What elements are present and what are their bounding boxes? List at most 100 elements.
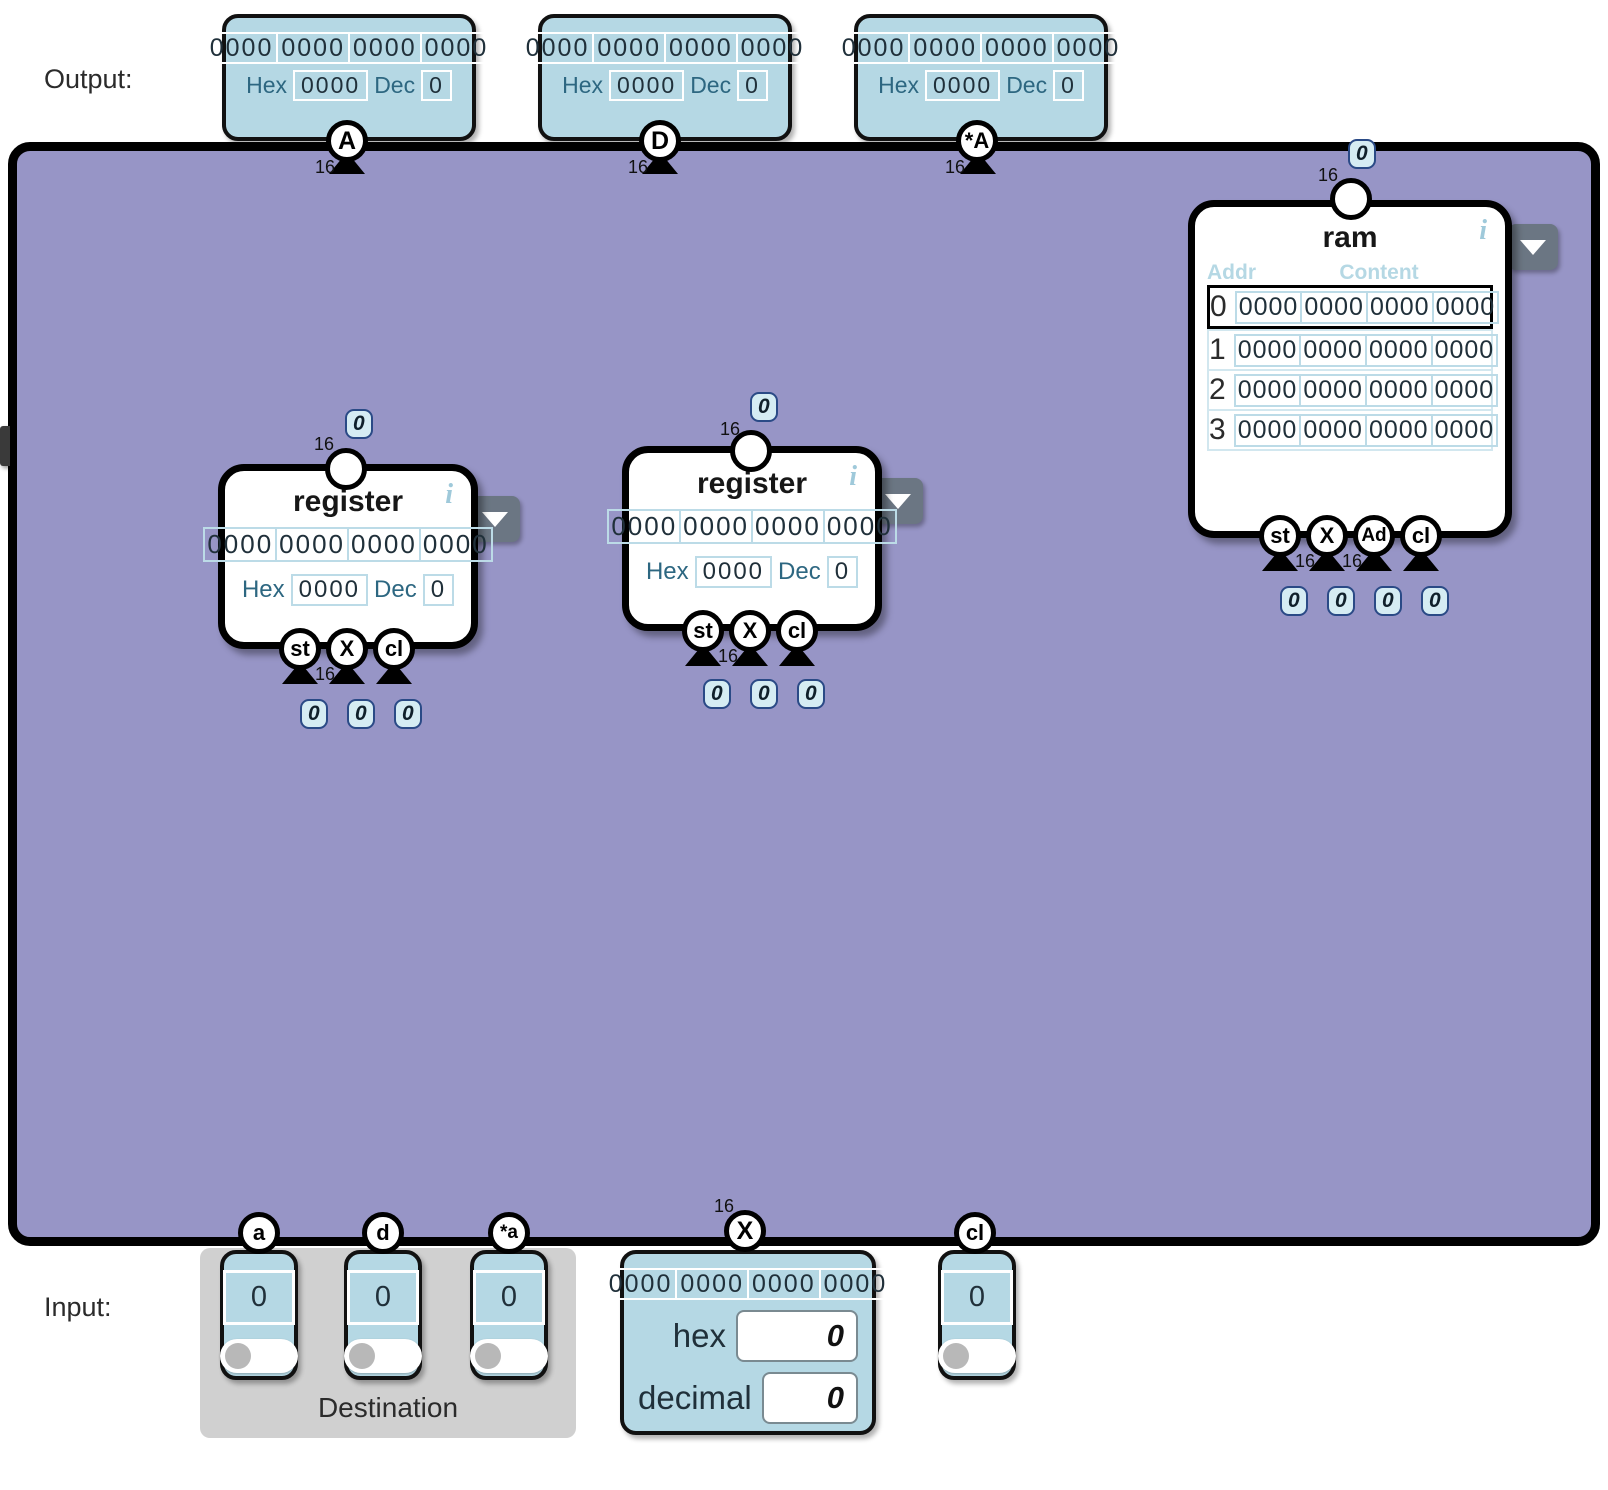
input-d-value[interactable]: 0 — [347, 1270, 419, 1325]
info-icon[interactable]: i — [445, 479, 453, 510]
table-row[interactable]: 2 0000 0000 0000 0000 — [1207, 369, 1499, 409]
register1-port-st-badge[interactable]: 0 — [300, 699, 328, 730]
input-box-star-a[interactable]: 0 — [470, 1250, 548, 1380]
register1-port-cl-badge[interactable]: 0 — [394, 699, 422, 730]
register1-port-cl-label: cl — [384, 636, 404, 661]
input-d-toggle[interactable] — [344, 1339, 422, 1373]
destination-label: Destination — [317, 1392, 459, 1423]
output-box-a[interactable]: 0000 0000 0000 0000 Hex 0000 Dec 0 — [204, 14, 494, 141]
port-star-a[interactable]: *A — [956, 120, 998, 162]
ram-title: ram — [1322, 221, 1378, 254]
register2-port-cl-label: cl — [787, 618, 807, 643]
ram-addr: 2 — [1209, 373, 1226, 406]
ram-port-x-badge[interactable]: 0 — [1327, 586, 1355, 617]
register1-bits[interactable]: 0000 0000 0000 0000 — [203, 527, 493, 562]
register1-input-badge[interactable]: 0 — [345, 409, 373, 440]
dec-label: Dec — [1006, 72, 1048, 99]
ram-input-width: 16 — [1318, 165, 1339, 185]
dec-label: Dec — [690, 72, 732, 99]
ram-port-ad-width: 16 — [1342, 551, 1363, 571]
input-box-x[interactable]: 0000 0000 0000 0000 hex 0 decimal 0 — [603, 1250, 893, 1435]
ram-port-x[interactable]: X — [1306, 515, 1348, 557]
port-cl-input[interactable]: cl — [954, 1212, 996, 1254]
port-star-a-input[interactable]: *a — [488, 1212, 530, 1254]
decimal-label: decimal — [638, 1379, 752, 1417]
register2-port-st[interactable]: st — [682, 610, 724, 652]
input-a-value[interactable]: 0 — [223, 1270, 295, 1325]
ram-dropdown-button[interactable] — [1508, 224, 1558, 270]
info-icon[interactable]: i — [849, 461, 857, 492]
nibble: 0000 — [748, 1268, 820, 1301]
ram-port-cl-label: cl — [1411, 523, 1431, 548]
ram-port-ad-badge[interactable]: 0 — [1374, 586, 1402, 617]
register2-port-st-badge[interactable]: 0 — [703, 679, 731, 710]
input-box-cl[interactable]: 0 — [938, 1250, 1016, 1380]
register1-port-cl[interactable]: cl — [373, 628, 415, 670]
port-d[interactable]: D — [639, 120, 681, 162]
input-x-hex-row: hex 0 — [638, 1310, 858, 1363]
nibble: 0000 — [348, 527, 420, 562]
ram-table-header: Addr Content — [1195, 261, 1505, 285]
ram-chip[interactable]: i ram Addr Content 0 0000 0000 0000 0000… — [1188, 200, 1512, 538]
register1-port-x[interactable]: X — [326, 628, 368, 670]
nibble: 0000 — [1233, 413, 1301, 447]
input-a-toggle[interactable] — [220, 1339, 298, 1373]
table-row[interactable]: 0 0000 0000 0000 0000 — [1207, 285, 1500, 329]
input-x-bits[interactable]: 0000 0000 0000 0000 — [603, 1268, 893, 1301]
left-panel-handle[interactable] — [0, 426, 10, 466]
ram-port-st-badge[interactable]: 0 — [1280, 586, 1308, 617]
table-row[interactable]: 3 0000 0000 0000 0000 — [1207, 409, 1499, 451]
info-icon[interactable]: i — [1479, 215, 1487, 246]
nibble: 0000 — [1233, 333, 1301, 367]
register1-port-st[interactable]: st — [279, 628, 321, 670]
input-cl-toggle[interactable] — [938, 1339, 1016, 1373]
ram-port-st-label: st — [1270, 523, 1290, 548]
port-d-input[interactable]: d — [362, 1212, 404, 1254]
register2-chip[interactable]: i register 0000 0000 0000 0000 Hex 0000 … — [607, 446, 897, 631]
input-box-a[interactable]: 0 — [220, 1250, 298, 1380]
table-row[interactable]: 1 0000 0000 0000 0000 — [1207, 329, 1499, 369]
register2-input-badge[interactable]: 0 — [750, 392, 778, 423]
ram-content[interactable]: 0000 0000 0000 0000 — [1233, 333, 1499, 367]
register1-dropdown-button[interactable] — [470, 496, 520, 542]
ram-port-cl[interactable]: cl — [1400, 515, 1442, 557]
register2-port-cl-badge[interactable]: 0 — [797, 679, 825, 710]
dec-value[interactable]: 0 — [826, 555, 859, 588]
ram-port-cl-badge[interactable]: 0 — [1421, 586, 1449, 617]
input-box-d[interactable]: 0 — [344, 1250, 422, 1380]
register2-port-x-label: X — [742, 618, 758, 643]
hex-field[interactable]: 0 — [736, 1310, 858, 1363]
decimal-field[interactable]: 0 — [761, 1372, 858, 1425]
port-a[interactable]: A — [326, 120, 368, 162]
output-box-star-a[interactable]: 0000 0000 0000 0000 Hex 0000 Dec 0 — [836, 14, 1126, 141]
register2-port-x-badge[interactable]: 0 — [750, 679, 778, 710]
hex-value[interactable]: 0000 — [290, 573, 369, 606]
nibble: 0000 — [836, 32, 910, 65]
hex-value: 0000 — [925, 70, 1001, 102]
ram-content[interactable]: 0000 0000 0000 0000 — [1233, 413, 1499, 447]
ram-input-badge[interactable]: 0 — [1348, 139, 1376, 170]
port-a-input-label: a — [252, 1220, 266, 1245]
input-cl-value[interactable]: 0 — [941, 1270, 1013, 1325]
input-star-a-toggle[interactable] — [470, 1339, 548, 1373]
nibble: 0000 — [1432, 290, 1500, 324]
nibble: 0000 — [1366, 290, 1433, 324]
output-a-bits: 0000 0000 0000 0000 — [204, 32, 494, 65]
output-box-d[interactable]: 0000 0000 0000 0000 Hex 0000 Dec 0 — [520, 14, 810, 141]
ram-content[interactable]: 0000 0000 0000 0000 — [1233, 373, 1499, 407]
ram-content[interactable]: 0000 0000 0000 0000 — [1234, 290, 1500, 324]
register2-bits[interactable]: 0000 0000 0000 0000 — [607, 509, 897, 544]
dec-value: 0 — [737, 70, 768, 102]
hex-value: 0000 — [609, 70, 685, 102]
register1-chip[interactable]: i register 0000 0000 0000 0000 Hex 0000 … — [203, 464, 493, 649]
nibble: 0000 — [203, 527, 277, 562]
register1-port-x-badge[interactable]: 0 — [347, 699, 375, 730]
register2-port-cl[interactable]: cl — [776, 610, 818, 652]
dec-value[interactable]: 0 — [422, 573, 455, 606]
hex-value[interactable]: 0000 — [694, 555, 773, 588]
port-a-input[interactable]: a — [238, 1212, 280, 1254]
input-star-a-value[interactable]: 0 — [473, 1270, 545, 1325]
register1-input-node[interactable] — [325, 448, 367, 490]
bus-width-star-a: 16 — [945, 157, 966, 177]
ram-port-ad[interactable]: Ad — [1353, 515, 1395, 557]
